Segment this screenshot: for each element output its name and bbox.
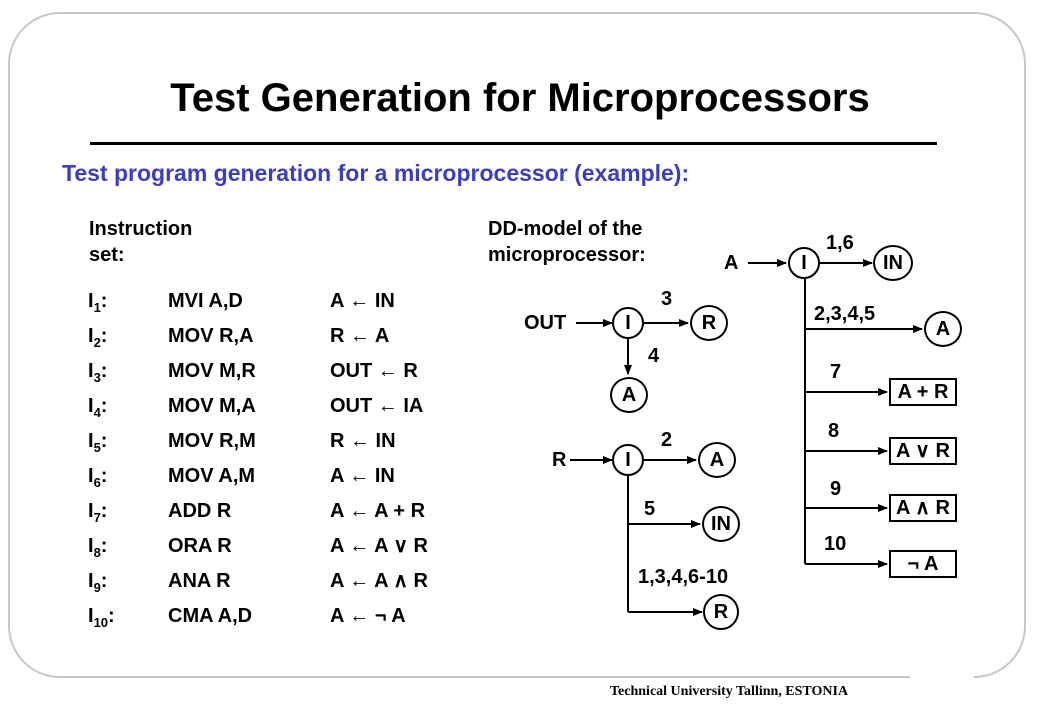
title-rule: [90, 142, 937, 145]
dd-a-root: A: [724, 252, 739, 274]
footer-institution: Technical University Tallinn, ESTONIA: [610, 684, 849, 699]
instr-mnemonic: ADD R: [168, 500, 232, 522]
dd-a-terminal-2-5: A: [924, 311, 962, 347]
instr-operation: A ← A ∨ R: [330, 535, 428, 557]
dd-r-edge-5: 5: [644, 498, 656, 520]
slide-frame: [8, 12, 1026, 678]
dd-a-edge-10: 10: [824, 533, 847, 555]
instr-mnemonic: MVI A,D: [168, 290, 243, 312]
dd-a-edge-2-5: 2,3,4,5: [814, 303, 876, 325]
slide-title: Test Generation for Microprocessors: [170, 76, 870, 120]
dd-r-terminal-right: A: [698, 442, 736, 478]
instr-id: I1:: [88, 290, 108, 315]
dd-a-terminal-7: A + R: [889, 378, 957, 406]
dd-out-terminal-right: R: [690, 305, 728, 341]
dd-a-edge-7: 7: [830, 361, 842, 383]
dd-out-edge-down: 4: [648, 345, 660, 367]
slide-subtitle: Test program generation for a microproce…: [62, 160, 690, 186]
dd-r-terminal-5: IN: [702, 506, 740, 542]
dd-r-edge-rest: 1,3,4,6-10: [638, 566, 729, 588]
instr-operation: R ← A: [330, 325, 390, 347]
instr-id: I3:: [88, 360, 108, 385]
dd-out-edge-right: 3: [661, 288, 673, 310]
instr-mnemonic: MOV R,M: [168, 430, 256, 452]
dd-a-terminal-top: IN: [873, 245, 913, 281]
instr-operation: A ← IN: [330, 465, 395, 487]
dd-a-node: I: [788, 247, 820, 279]
instr-operation: OUT ← IA: [330, 395, 424, 417]
dd-r-node: I: [612, 444, 644, 476]
dd-r-root: R: [552, 449, 567, 471]
dd-out-root: OUT: [524, 312, 567, 334]
dd-a-edge-top: 1,6: [826, 232, 854, 254]
instr-operation: R ← IN: [330, 430, 396, 452]
instr-id: I6:: [88, 465, 108, 490]
instr-mnemonic: CMA A,D: [168, 605, 253, 627]
instr-id: I2:: [88, 325, 108, 350]
dd-r-terminal-rest: R: [703, 594, 739, 630]
dd-out-node: I: [612, 307, 644, 339]
instr-id: I7:: [88, 500, 108, 525]
dd-a-terminal-8: A ∨ R: [889, 437, 957, 465]
dd-r-edge-right: 2: [661, 429, 673, 451]
dd-a-terminal-9: A ∧ R: [889, 494, 957, 522]
instr-mnemonic: MOV A,M: [168, 465, 256, 487]
instr-id: I4:: [88, 395, 108, 420]
instr-mnemonic: MOV M,A: [168, 395, 256, 417]
instr-operation: A ← A ∧ R: [330, 570, 428, 592]
instr-operation: A ← IN: [330, 290, 395, 312]
instr-operation: A ← A + R: [330, 500, 426, 522]
instruction-set-heading: Instruction set:: [89, 218, 193, 266]
dd-a-edge-8: 8: [828, 420, 840, 442]
instr-operation: A ← ¬ A: [330, 605, 406, 627]
instr-mnemonic: ANA R: [168, 570, 231, 592]
dd-a-edge-9: 9: [830, 478, 842, 500]
instr-id: I5:: [88, 430, 108, 455]
instr-mnemonic: MOV M,R: [168, 360, 256, 382]
dd-model-heading: DD-model of the microprocessor:: [488, 218, 646, 266]
frame-notch: [910, 670, 974, 690]
instr-mnemonic: MOV R,A: [168, 325, 254, 347]
instr-mnemonic: ORA R: [168, 535, 232, 557]
dd-out-terminal-down: A: [610, 377, 648, 413]
instr-id: I9:: [88, 570, 108, 595]
instr-id: I8:: [88, 535, 108, 560]
dd-a-terminal-10: ¬ A: [889, 550, 957, 578]
instr-id: I10:: [88, 605, 115, 630]
instr-operation: OUT ← R: [330, 360, 418, 382]
